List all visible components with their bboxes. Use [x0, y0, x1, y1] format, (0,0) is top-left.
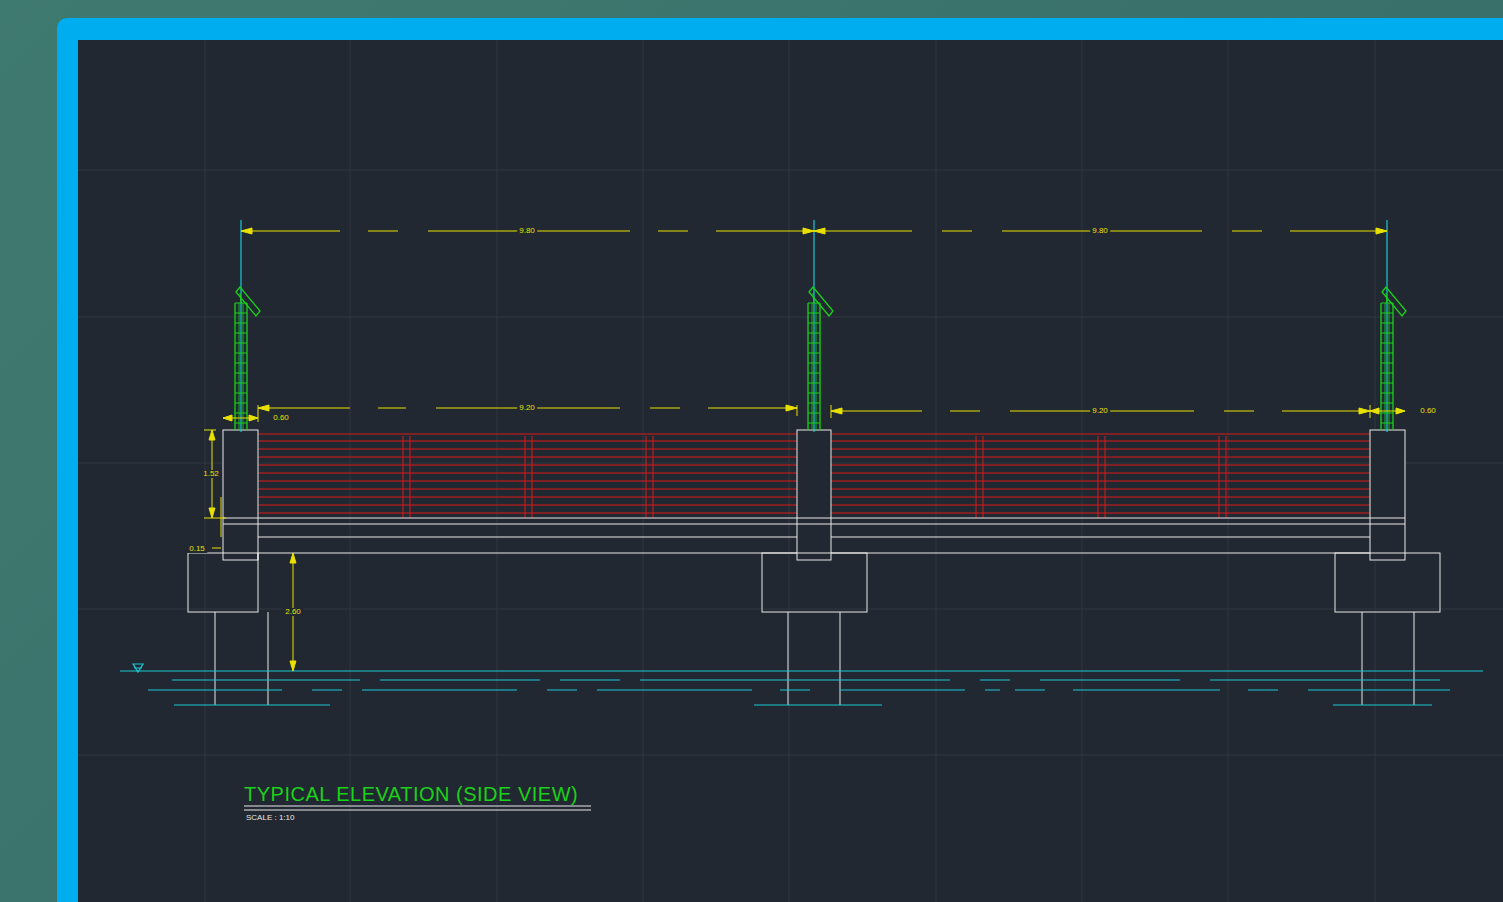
dimension-label: 1.52: [201, 470, 221, 478]
dimension-label: 0.60: [271, 414, 291, 422]
scale-note: SCALE : 1:10: [246, 814, 294, 822]
dimension-label: 0.60: [1418, 407, 1438, 415]
dimension-label: 9.80: [1090, 227, 1110, 235]
dimension-label: 9.20: [517, 404, 537, 412]
drawing-title: TYPICAL ELEVATION (SIDE VIEW): [244, 784, 578, 804]
dimension-label: 2.60: [283, 608, 303, 616]
dimension-label: 9.20: [1090, 407, 1110, 415]
dimension-label: 9.80: [517, 227, 537, 235]
dimension-label: 0.15: [187, 545, 207, 553]
